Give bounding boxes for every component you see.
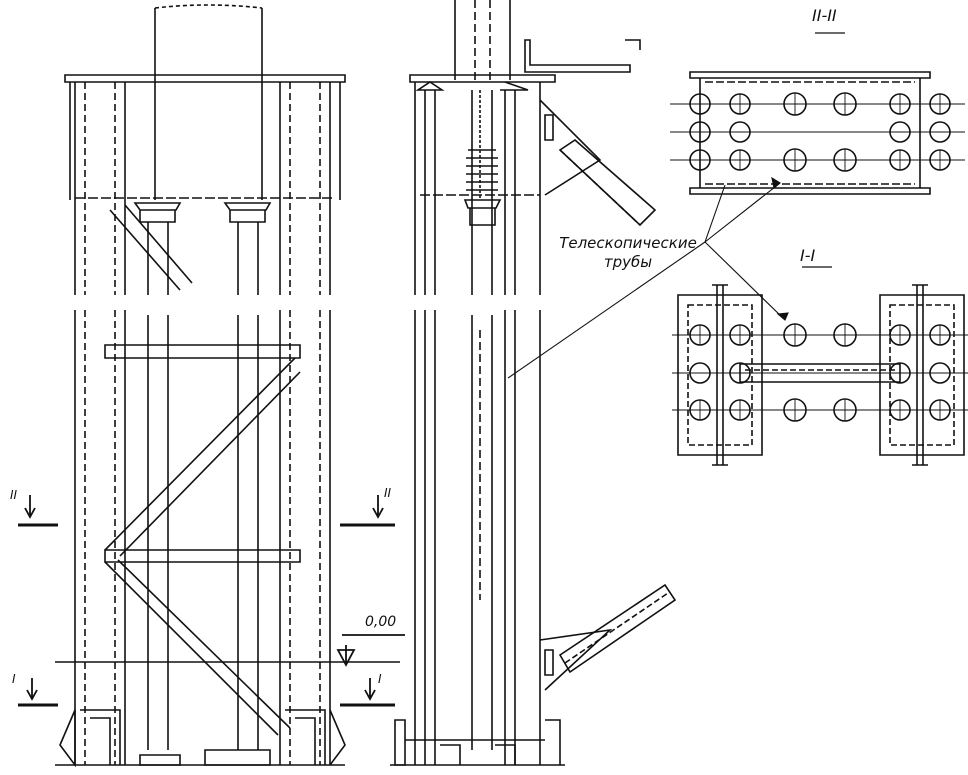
telescopic-tubes-line2: трубы <box>603 253 653 271</box>
elevation-mark-label: 0,00 <box>365 614 397 630</box>
section-i-title: I-I <box>800 246 816 265</box>
section-mark-ii-left: II <box>10 488 18 502</box>
section-ii-view <box>670 32 965 195</box>
telescopic-tubes-label: Телескопические трубы <box>548 234 708 272</box>
middle-elevation-view <box>390 0 677 766</box>
left-elevation-view <box>55 4 400 768</box>
section-mark-i-right: I <box>378 672 382 686</box>
section-i-view <box>672 266 968 466</box>
section-ii-title: II-II <box>812 6 837 25</box>
telescopic-tubes-line1: Телескопические <box>559 234 697 252</box>
section-mark-ii-right: II <box>384 486 392 500</box>
leader-lines <box>507 176 789 379</box>
section-markers <box>18 495 405 707</box>
section-mark-i-left: I <box>12 672 16 686</box>
